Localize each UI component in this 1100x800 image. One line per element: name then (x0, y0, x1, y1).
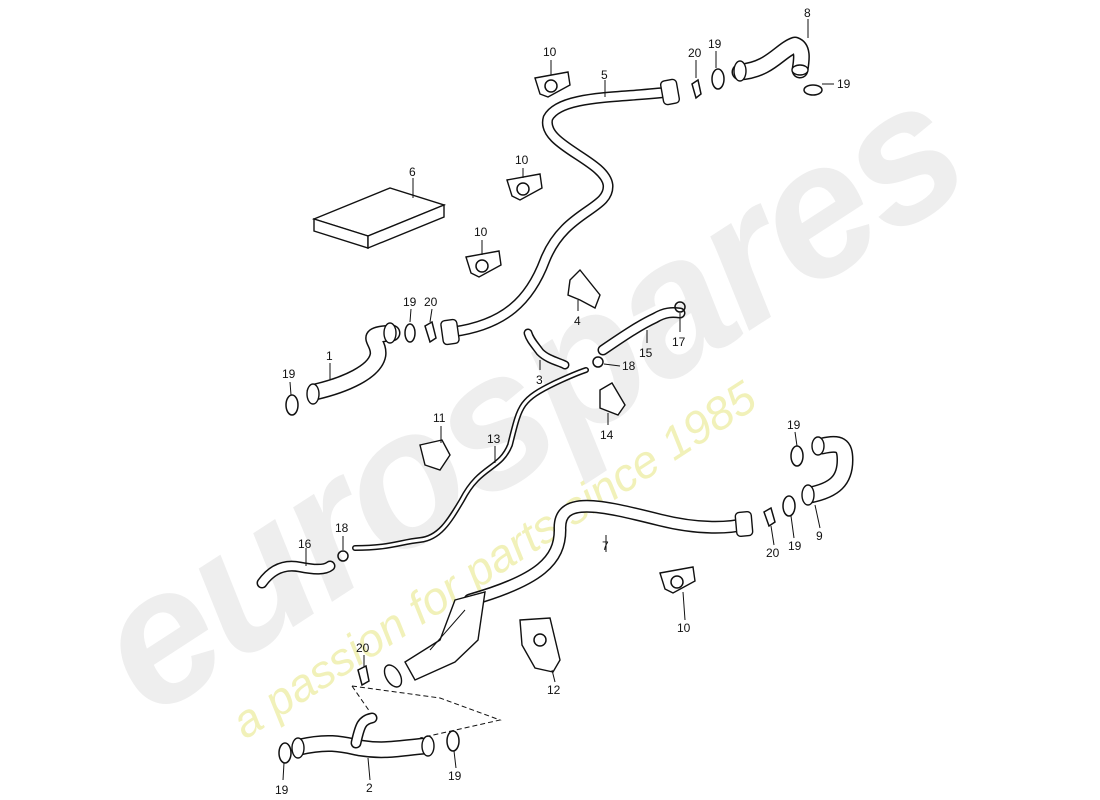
callout-20: 20 (766, 546, 780, 560)
clamp-10[interactable] (659, 566, 696, 594)
clamp-10[interactable] (534, 71, 571, 98)
callout-15: 15 (639, 346, 653, 360)
callout-19: 19 (837, 77, 851, 91)
callout-6: 6 (409, 165, 416, 179)
y-connector[interactable] (381, 591, 486, 690)
callout-5: 5 (601, 68, 608, 82)
callout-8: 8 (804, 6, 811, 20)
callout-labels: 1 2 3 4 5 6 7 8 9 10 10 10 10 11 12 13 1… (275, 6, 851, 797)
callout-7: 7 (602, 539, 609, 553)
bracket-12[interactable] (519, 617, 561, 673)
callout-14: 14 (600, 428, 614, 442)
hose-9[interactable] (801, 435, 854, 506)
clip-20 (357, 78, 776, 687)
callout-19: 19 (787, 418, 801, 432)
hose-16[interactable] (256, 560, 336, 589)
callout-1: 1 (326, 349, 333, 363)
filter-box-6[interactable] (311, 187, 447, 250)
line-13[interactable] (352, 367, 589, 551)
callout-20: 20 (688, 46, 702, 60)
bracket-14[interactable] (599, 382, 626, 416)
callout-13: 13 (487, 432, 501, 446)
bracket-11[interactable] (419, 439, 451, 471)
callout-10: 10 (677, 621, 691, 635)
callout-17: 17 (672, 335, 686, 349)
guide-line (351, 685, 502, 739)
hose-5[interactable] (440, 78, 681, 346)
guide-line (351, 685, 371, 713)
callout-10: 10 (543, 45, 557, 59)
hose-2[interactable] (291, 712, 435, 759)
callout-2: 2 (366, 781, 373, 795)
callout-12: 12 (547, 683, 561, 697)
callout-4: 4 (574, 314, 581, 328)
clamp-10[interactable] (506, 173, 543, 201)
callout-19: 19 (403, 295, 417, 309)
hose-8[interactable] (731, 36, 810, 82)
hose-1[interactable] (306, 322, 401, 405)
callout-19: 19 (275, 783, 289, 797)
clip-18[interactable] (337, 550, 349, 562)
callout-9: 9 (816, 529, 823, 543)
callout-20: 20 (424, 295, 438, 309)
callout-3: 3 (536, 373, 543, 387)
clip-17[interactable] (674, 301, 686, 313)
callout-19: 19 (282, 367, 296, 381)
hose-15[interactable] (597, 307, 686, 356)
bracket-3[interactable] (523, 328, 570, 370)
callout-18: 18 (335, 521, 349, 535)
clamp-10[interactable] (465, 250, 502, 278)
callout-18: 18 (622, 359, 636, 373)
callout-19: 19 (788, 539, 802, 553)
callout-20: 20 (356, 641, 370, 655)
callout-16: 16 (298, 537, 312, 551)
clip-18[interactable] (592, 356, 604, 368)
callout-10: 10 (474, 225, 488, 239)
callout-19: 19 (448, 769, 462, 783)
leader-lines (282, 19, 834, 781)
hose-7[interactable] (463, 499, 754, 607)
callout-10: 10 (515, 153, 529, 167)
callout-19: 19 (708, 37, 722, 51)
bracket-4[interactable] (567, 268, 601, 309)
callout-11: 11 (433, 411, 446, 425)
